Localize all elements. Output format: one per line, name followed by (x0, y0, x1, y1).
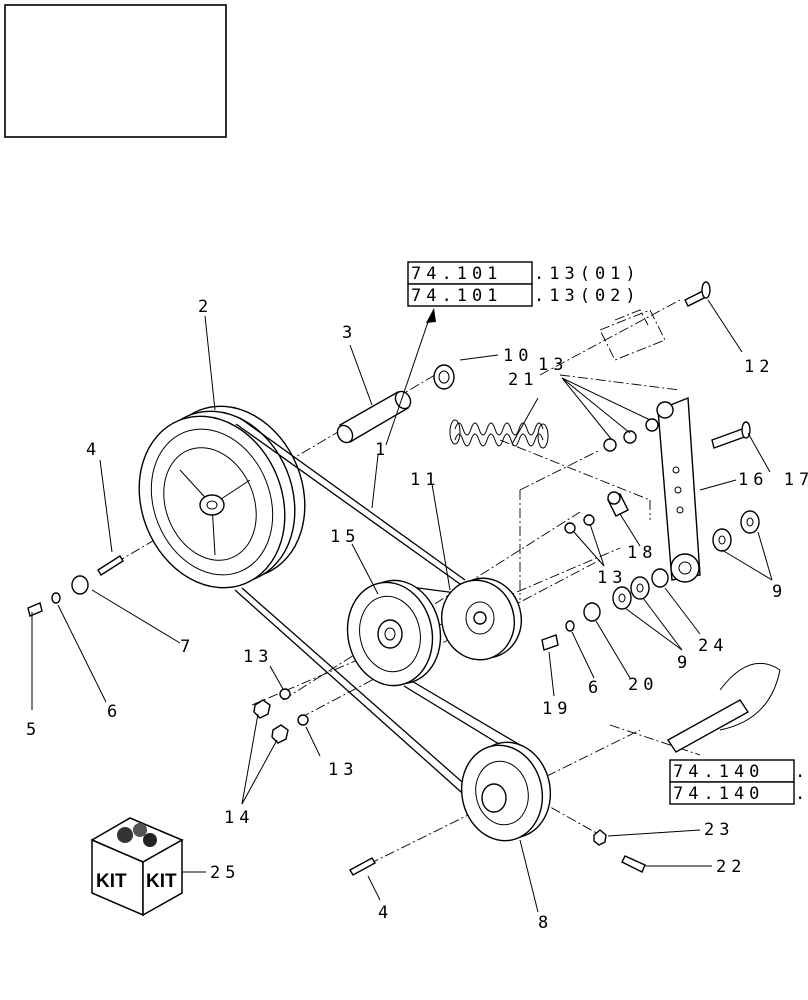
ref-code-1[interactable]: 74.101 (411, 264, 502, 284)
callout-11: 11 (410, 470, 440, 490)
reference-box-bottom[interactable]: 74.140 . 74.140 . (669, 759, 808, 805)
ref-box-4[interactable] (669, 781, 795, 805)
callout-6-mid: 6 (588, 678, 603, 698)
left-fasteners (27, 555, 124, 617)
callout-2: 2 (198, 297, 213, 317)
reference-arrow (385, 308, 436, 446)
callout-9-mid: 9 (677, 653, 692, 673)
callout-21: 21 (508, 370, 538, 390)
callout-1: 1 (375, 440, 390, 460)
bolt-19-assembly (541, 602, 601, 651)
callout-6-left: 6 (107, 702, 122, 722)
ref-code-2[interactable]: 74.101 (411, 286, 502, 306)
callout-3: 3 (342, 323, 357, 343)
lower-pulley (460, 741, 552, 842)
callout-4-low: 4 (378, 903, 393, 923)
washer-10 (433, 364, 455, 390)
callout-24: 24 (698, 636, 728, 656)
callout-4-left: 4 (86, 440, 101, 460)
ref-suffix-4: . (795, 784, 808, 804)
callout-5: 5 (26, 720, 41, 740)
callout-labels: 2 3 1 11 15 10 21 13 12 4 16 17 18 13 9 … (26, 297, 808, 933)
spacer-24 (651, 568, 669, 588)
callout-12: 12 (744, 357, 774, 377)
callout-13-top: 13 (538, 355, 568, 375)
callout-7: 7 (180, 637, 195, 657)
lower-pin (349, 857, 376, 876)
shaft (336, 390, 412, 444)
callout-14: 14 (224, 808, 254, 828)
kit-label-right: KIT (146, 871, 177, 892)
ref-suffix-1: .13(01) (534, 264, 641, 284)
ref-box-2[interactable] (407, 283, 533, 307)
callout-9-right: 9 (772, 582, 787, 602)
kit-box-icon: KIT KIT (90, 817, 184, 917)
callout-15: 15 (330, 527, 360, 547)
tensioner-arm (656, 396, 701, 583)
driveshaft-piece (666, 662, 781, 753)
right-lower-fasteners (593, 829, 646, 873)
reference-part-ghost (599, 309, 666, 361)
kit-label-left: KIT (96, 871, 127, 892)
ref-suffix-2: .13(02) (534, 286, 641, 306)
bolt-12 (684, 281, 711, 307)
callout-8: 8 (538, 913, 553, 933)
callout-13-low: 13 (328, 760, 358, 780)
callout-16-17: 16 17 (738, 470, 808, 490)
idler-pulley (441, 577, 522, 661)
bushing (607, 491, 629, 517)
callout-23: 23 (704, 820, 734, 840)
small-washers (564, 514, 595, 534)
callout-19: 19 (542, 699, 572, 719)
main-pulley (138, 405, 306, 589)
ref-suffix-3: . (795, 762, 808, 782)
ref-code-3[interactable]: 74.140 (673, 762, 764, 782)
spring (449, 419, 549, 449)
belts (234, 417, 521, 801)
callout-10: 10 (503, 346, 533, 366)
callout-13-mid: 13 (597, 568, 627, 588)
callout-25: 25 (210, 863, 240, 883)
washers-9 (612, 510, 760, 610)
lower-left-fasteners (253, 688, 309, 744)
arm-fasteners (603, 418, 659, 452)
double-pulley (346, 579, 442, 687)
leader-lines (31, 299, 773, 913)
callout-22: 22 (716, 857, 746, 877)
callout-20: 20 (628, 675, 658, 695)
ref-code-4[interactable]: 74.140 (673, 784, 764, 804)
callout-18: 18 (627, 543, 657, 563)
title-box (4, 4, 227, 138)
bolt-17 (711, 421, 751, 449)
callout-13-left: 13 (243, 647, 273, 667)
reference-box-top[interactable]: 74.101 .13(01) 74.101 .13(02) (407, 261, 641, 307)
